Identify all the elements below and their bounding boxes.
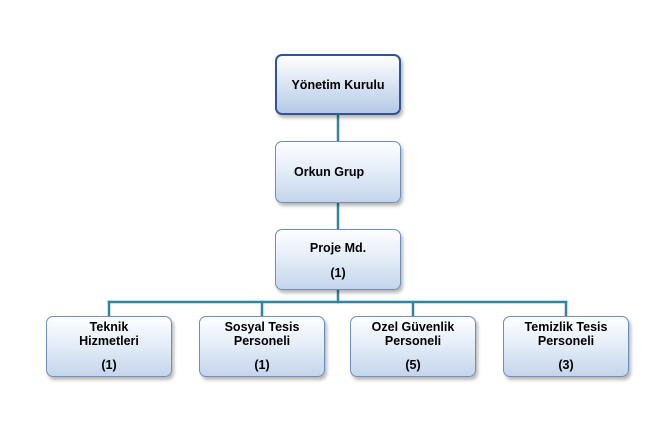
node-temizlik-tesis-personeli: Temizlik Tesis Personeli (3) — [503, 316, 629, 377]
node-yonetim-kurulu: Yönetim Kurulu — [275, 54, 401, 115]
node-label: Ozel Güvenlik Personeli — [371, 320, 455, 348]
node-label: Teknik Hizmetleri — [79, 320, 139, 348]
node-label: Proje Md. — [309, 241, 367, 255]
node-count: (1) — [330, 266, 346, 280]
node-count: (1) — [254, 358, 270, 372]
node-teknik-hizmetleri: Teknik Hizmetleri (1) — [46, 316, 172, 377]
node-count: (1) — [101, 358, 117, 372]
node-orkun-grup: Orkun Grup — [275, 141, 401, 203]
node-label: Yönetim Kurulu — [291, 77, 385, 92]
node-ozel-guvenlik-personeli: Ozel Güvenlik Personeli (5) — [350, 316, 476, 377]
node-sosyal-tesis-personeli: Sosyal Tesis Personeli (1) — [199, 316, 325, 377]
node-count: (3) — [558, 358, 574, 372]
node-proje-md: Proje Md. (1) — [275, 229, 401, 290]
node-count: (5) — [405, 358, 421, 372]
node-label: Orkun Grup — [294, 165, 365, 179]
node-label: Sosyal Tesis Personeli — [224, 320, 300, 348]
node-label: Temizlik Tesis Personeli — [524, 320, 608, 348]
